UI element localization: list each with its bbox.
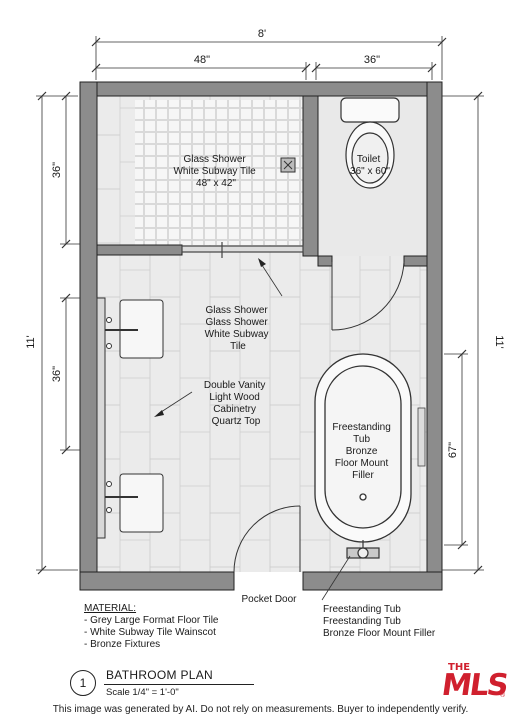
label-pocket-door: Pocket Door (241, 594, 297, 605)
dim-toilet-width: 36" (364, 54, 380, 66)
dim-length-left: 11' (25, 335, 37, 349)
mls-logo-the: THE (448, 662, 471, 673)
pocket-door (233, 505, 301, 573)
title-underline (104, 684, 254, 685)
freestanding-tub (314, 353, 412, 543)
dim-shower-width: 48" (194, 54, 210, 66)
label-vanity: Double Vanity Light Wood Cabinetry Quart… (204, 380, 268, 427)
material-item: Bronze Fixtures (84, 639, 218, 651)
drawing-title: BATHROOM PLAN (106, 668, 214, 682)
label-tub: Freestanding Tub Bronze Floor Mount Fill… (332, 422, 393, 481)
leader-arrow-glass (258, 258, 266, 267)
toilet (340, 97, 400, 189)
label-tub-callout: Freestanding Tub Freestanding Tub Bronze… (323, 604, 436, 639)
ai-disclaimer: This image was generated by AI. Do not r… (52, 704, 469, 715)
shower-glass (181, 242, 304, 258)
dim-overall-width: 8' (258, 28, 266, 40)
material-item: Grey Large Format Floor Tile (84, 615, 218, 627)
shower-drain (280, 157, 296, 173)
materials-list: MATERIAL: Grey Large Format Floor Tile W… (84, 603, 218, 651)
title-block: 1 BATHROOM PLAN Scale 1/4" = 1'-0" (70, 668, 260, 698)
mls-logo: THE MLS ® (440, 662, 509, 704)
material-item: White Subway Tile Wainscot (84, 627, 218, 639)
tub-wall-niche (417, 407, 426, 467)
dimension-lines (36, 36, 484, 601)
toilet-door (331, 261, 405, 331)
dim-length-right: 11' (493, 335, 505, 349)
leader-arrow-vanity (154, 410, 164, 417)
materials-title: MATERIAL: (84, 603, 137, 614)
vanity (96, 297, 164, 539)
dimension-ticks (37, 37, 483, 575)
label-toilet: Toilet 36" x 60" (350, 154, 390, 177)
drawing-scale: Scale 1/4" = 1'-0" (106, 687, 179, 698)
drawing-number: 1 (70, 670, 96, 696)
tub-filler (346, 540, 380, 559)
label-shower: Glass Shower White Subway Tile 48" x 42" (173, 154, 258, 189)
shower-tile-area (135, 100, 303, 245)
bathroom-floor-plan: 8' 48" 36" 11' 36" 36" 11' 67" Glass Sho… (25, 28, 505, 639)
dim-vanity-spacing: 36" (51, 366, 63, 382)
mls-logo-mark: ® (500, 692, 506, 699)
label-glass-callout: Glass Shower Glass Shower White Subway T… (205, 305, 272, 352)
dim-shower-depth: 36" (51, 162, 63, 178)
mls-logo-main: MLS (439, 668, 510, 703)
dim-tub-length: 67" (447, 442, 459, 458)
walls (79, 81, 443, 591)
